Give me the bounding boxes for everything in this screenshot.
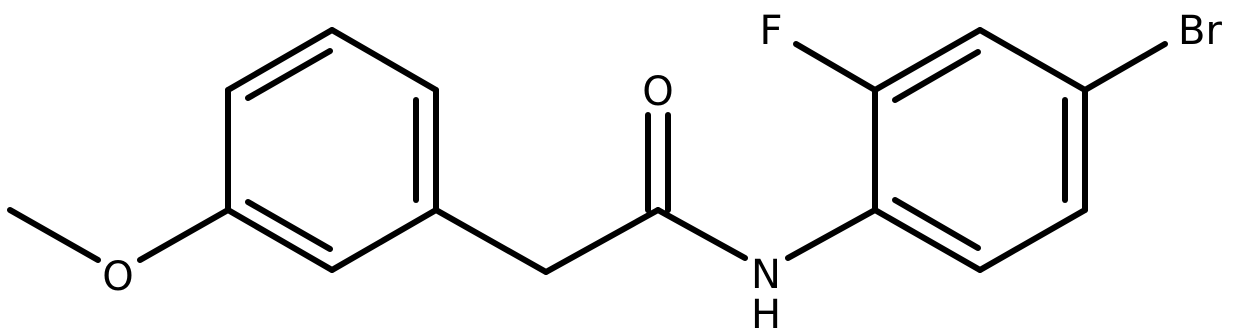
ring-b-bond-6	[872, 207, 983, 273]
ring-a-bond-5	[225, 207, 335, 273]
ring-a-double-3	[245, 199, 333, 252]
carbonyl-oxygen-label: O	[642, 69, 673, 115]
n-ring-bond	[785, 207, 878, 261]
methoxyphenyl-ring	[225, 27, 439, 273]
ch2-carbonyl-bond	[543, 207, 661, 275]
ring-b-bond-5	[977, 207, 1088, 273]
fluoro-group: F	[759, 8, 878, 93]
ring-ch2-bond	[433, 207, 549, 275]
ring-b-double-1	[892, 49, 981, 103]
carbonyl-n-bond	[655, 207, 748, 261]
ring-b-double-3	[892, 197, 981, 251]
methoxy-o-ring-bond	[137, 207, 231, 263]
bromine-bond	[1082, 41, 1168, 93]
ring-a-bond-4	[329, 207, 439, 273]
methoxy-o-methyl-bond	[7, 207, 101, 263]
fluorine-bond	[793, 41, 878, 93]
methoxy-oxygen-label: O	[102, 254, 133, 300]
bromofluorophenyl-ring	[872, 27, 1088, 273]
fluorine-label: F	[759, 8, 782, 54]
amide-hydrogen-label: H	[751, 292, 781, 336]
ring-a-bond-1	[225, 27, 335, 93]
methoxy-group: O	[7, 207, 231, 300]
ring-a-bond-2	[329, 27, 439, 93]
ring-b-bond-3	[977, 27, 1088, 93]
ring-b-bond-2	[872, 27, 983, 93]
acetamide-linker: O N H	[433, 69, 878, 336]
bromine-label: Br	[1178, 8, 1222, 54]
bromo-group: Br	[1082, 8, 1222, 93]
ring-a-double-1	[245, 48, 333, 101]
amide-nitrogen-label: N	[751, 252, 781, 298]
